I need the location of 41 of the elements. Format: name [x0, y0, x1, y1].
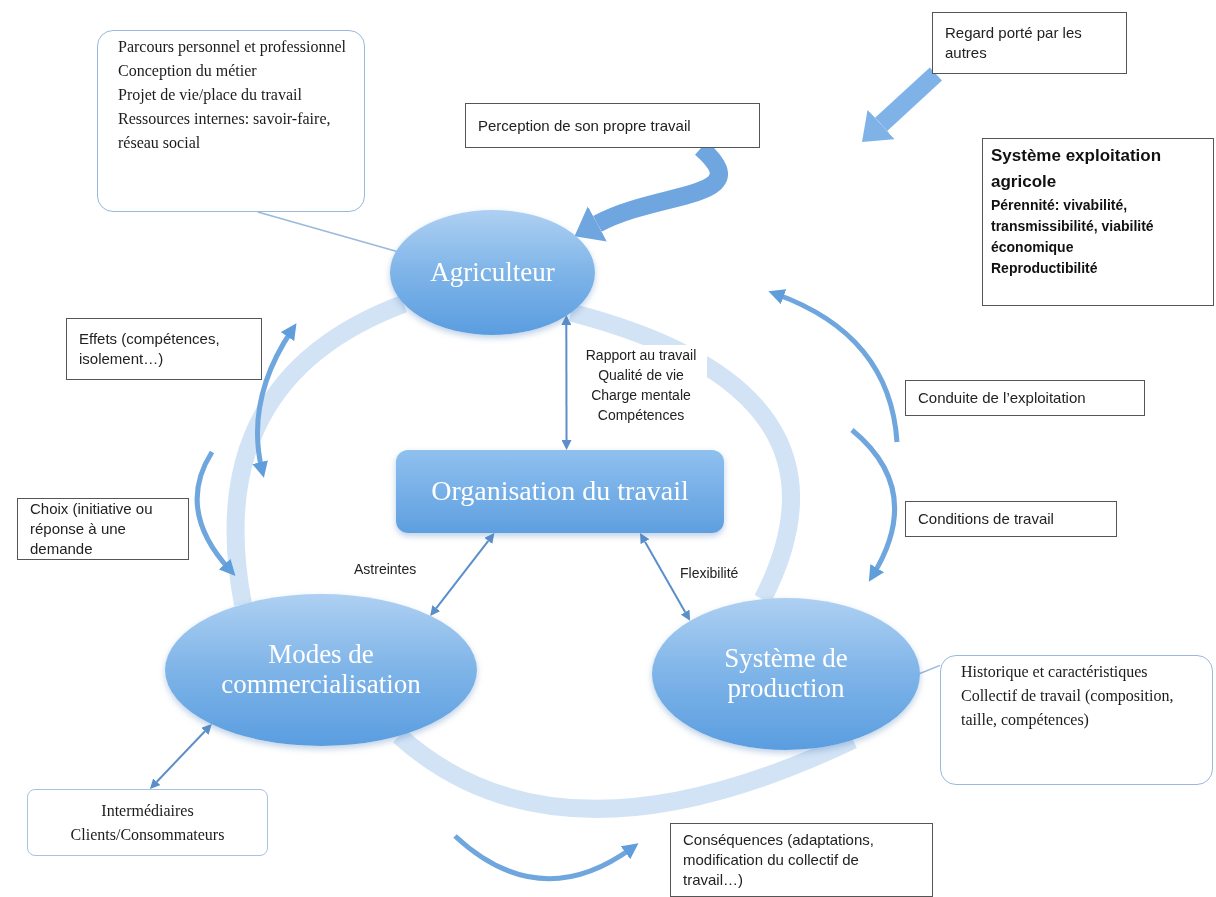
box-text: Conduite de l’exploitation: [918, 388, 1087, 408]
box-text: Pérennité: vivabilité, transmissibilité, viabilité économique: [991, 196, 1155, 257]
rounded-box: [396, 450, 724, 533]
box-text: Ressources internes: savoir-faire, réseau social: [118, 109, 332, 153]
arrow: [862, 67, 942, 142]
box-heading: Système exploitation agricole: [991, 145, 1163, 193]
box-text: Projet de vie/place du travail: [118, 85, 303, 106]
text-box: [66, 318, 262, 380]
callout-box: [97, 30, 365, 212]
arrow: [149, 723, 212, 789]
box-text: Clients/Consommateurs: [70, 824, 225, 845]
box-text: Conception du métier: [118, 61, 258, 82]
node-label: Agriculteur: [429, 257, 556, 288]
box-text: Conditions de travail: [918, 509, 1055, 529]
callout-box: [940, 655, 1213, 785]
cycle-band: [226, 295, 408, 606]
node-label: Système de production: [723, 644, 849, 704]
box-text: Intermédiaires: [101, 800, 194, 821]
text-box: [932, 12, 1127, 74]
box-text: Regard porté par les autres: [945, 23, 1083, 63]
arrow: [640, 533, 691, 621]
box-text: Perception de son propre travail: [478, 115, 692, 136]
arrow: [561, 315, 572, 450]
box-text: Collectif de travail (composition, taille, compétences): [961, 686, 1175, 731]
node-label: Organisation du travail: [430, 476, 690, 507]
text-box: [905, 501, 1117, 537]
node-label: Modes de commercialisation: [220, 640, 422, 700]
text-box: [670, 823, 933, 897]
box-text: Choix (initiative ou réponse à une demande: [30, 499, 154, 559]
box-text: Reproductibilité: [991, 259, 1099, 278]
box-text: Effets (compétences, isolement…): [79, 329, 221, 369]
text-box: [982, 138, 1214, 306]
box-text: Historique et caractéristiques: [961, 662, 1149, 683]
text-box: [17, 498, 189, 560]
text-box: [465, 103, 760, 148]
box-text: Conséquences (adaptations, modification du collectif de travail…): [683, 830, 875, 890]
box-text: Parcours personnel et professionnel: [118, 37, 347, 58]
leader-line: [257, 211, 397, 252]
text-box: [905, 380, 1145, 416]
arrow: [430, 533, 495, 617]
text-box: [27, 789, 268, 856]
